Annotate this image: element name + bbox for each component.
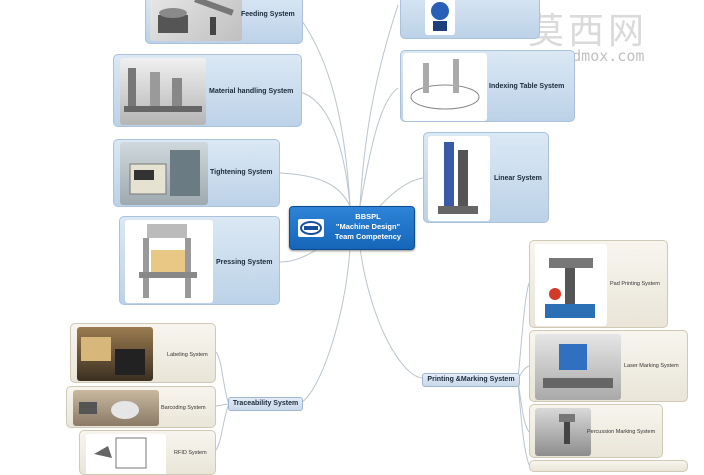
tightening-system-image xyxy=(120,142,208,205)
indexing-table-label: Indexing Table System xyxy=(489,83,565,90)
bbspl-logo-icon xyxy=(298,219,324,237)
tightening-system-label: Tightening System xyxy=(210,169,273,176)
labeling-system-node[interactable]: Labeling System xyxy=(70,323,216,383)
material-handling-image xyxy=(120,58,206,125)
central-caption: Team Competency xyxy=(334,232,402,241)
robot-system-node[interactable] xyxy=(400,0,540,39)
central-subtitle: "Machine Design" xyxy=(335,222,401,231)
feeding-system-label: Feeding System xyxy=(241,11,295,18)
laser-marking-image xyxy=(535,334,621,400)
percussion-marking-image xyxy=(535,408,591,456)
barcoding-system-image xyxy=(73,390,159,426)
pressing-system-image xyxy=(125,220,213,303)
feeding-system-image xyxy=(150,0,242,41)
pressing-system-node[interactable]: Pressing System xyxy=(119,216,280,305)
material-handling-node[interactable]: Material handling System xyxy=(113,54,302,127)
indexing-table-image xyxy=(403,53,487,121)
material-handling-label: Material handling System xyxy=(209,88,294,95)
pad-printing-label: Pad Printing System xyxy=(610,281,660,287)
traceability-system-node[interactable]: Traceability System xyxy=(228,397,303,411)
rfid-system-image xyxy=(86,434,166,474)
barcoding-system-label: Barcoding System xyxy=(161,405,206,411)
robot-arm-image xyxy=(425,0,455,35)
pressing-system-label: Pressing System xyxy=(216,259,273,266)
watermark-chinese: 莫西网 xyxy=(528,11,649,52)
percussion-marking-node[interactable]: Percussion Marking System xyxy=(529,404,663,458)
labeling-system-image xyxy=(77,327,153,381)
rfid-system-node[interactable]: RFID System xyxy=(79,430,216,475)
barcoding-system-node[interactable]: Barcoding System xyxy=(66,386,216,428)
printing-extra-node[interactable] xyxy=(529,460,688,472)
feeding-system-node[interactable]: Feeding System xyxy=(145,0,303,44)
laser-marking-node[interactable]: Laser Marking System xyxy=(529,330,688,402)
tightening-system-node[interactable]: Tightening System xyxy=(113,139,280,207)
percussion-marking-label: Percussion Marking System xyxy=(587,429,656,435)
pad-printing-image xyxy=(535,244,607,326)
indexing-table-node[interactable]: Indexing Table System xyxy=(400,50,575,122)
printing-marking-node[interactable]: Printing &Marking System xyxy=(422,373,520,387)
central-title: BBSPL xyxy=(355,212,381,221)
pad-printing-node[interactable]: Pad Printing System xyxy=(529,240,668,328)
linear-system-image xyxy=(428,136,490,221)
linear-system-node[interactable]: Linear System xyxy=(423,132,549,223)
labeling-system-label: Labeling System xyxy=(167,352,208,358)
laser-marking-label: Laser Marking System xyxy=(624,363,679,369)
linear-system-label: Linear System xyxy=(494,175,542,182)
rfid-system-label: RFID System xyxy=(174,450,207,456)
central-topic[interactable]: BBSPL "Machine Design" Team Competency xyxy=(289,206,415,250)
